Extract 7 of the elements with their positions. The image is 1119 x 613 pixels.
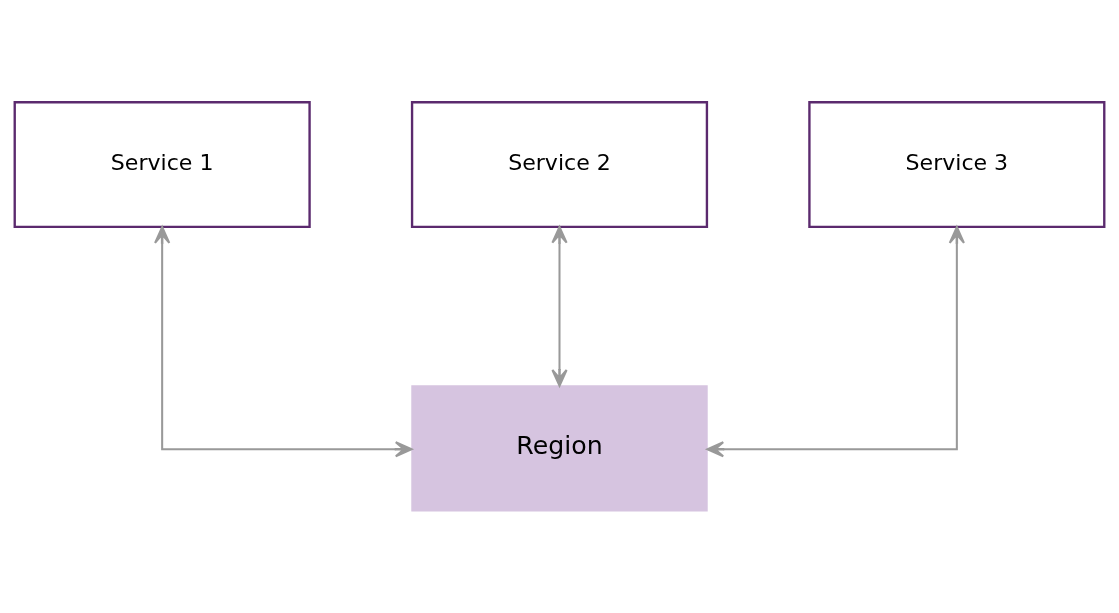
node-box: Service 2 xyxy=(410,101,709,229)
node-box: Region xyxy=(411,385,708,512)
arrow xyxy=(154,226,413,458)
node-box: Service 3 xyxy=(808,101,1106,229)
node-box: Service 1 xyxy=(13,101,311,229)
arrow xyxy=(706,226,965,458)
arrow xyxy=(551,225,568,387)
